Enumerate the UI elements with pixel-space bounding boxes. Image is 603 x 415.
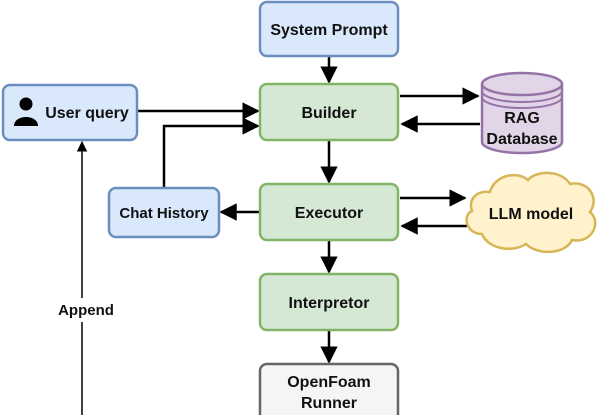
rag-database-label-line1: RAG <box>504 110 540 127</box>
openfoam-runner-label-line2: Runner <box>301 395 357 412</box>
llm-model-label: LLM model <box>489 206 573 223</box>
executor-node: Executor <box>258 182 400 242</box>
interpretor-node: Interpretor <box>258 272 400 332</box>
executor-label: Executor <box>295 205 363 222</box>
user-icon <box>14 97 38 126</box>
llm-model-node: LLM model <box>465 171 597 253</box>
chat-history-node: Chat History <box>107 186 221 239</box>
builder-label: Builder <box>301 105 356 122</box>
append-edge-label: Append <box>48 298 116 322</box>
interpretor-label: Interpretor <box>289 295 370 312</box>
user-query-node: User query <box>1 83 139 142</box>
builder-node: Builder <box>258 82 400 142</box>
openfoam-runner-node: OpenFoam Runner <box>258 362 400 415</box>
rag-database-label-line2: Database <box>486 131 557 148</box>
system-prompt-node: System Prompt <box>258 0 400 58</box>
append-label: Append <box>58 302 114 319</box>
connectors <box>76 57 480 415</box>
edge-chat-history-to-builder <box>162 117 260 188</box>
chat-history-label: Chat History <box>119 205 209 222</box>
system-prompt-label: System Prompt <box>270 22 388 39</box>
user-query-label: User query <box>45 105 129 122</box>
openfoam-runner-label-line1: OpenFoam <box>287 374 371 391</box>
rag-database-node: RAG Database <box>480 71 564 155</box>
